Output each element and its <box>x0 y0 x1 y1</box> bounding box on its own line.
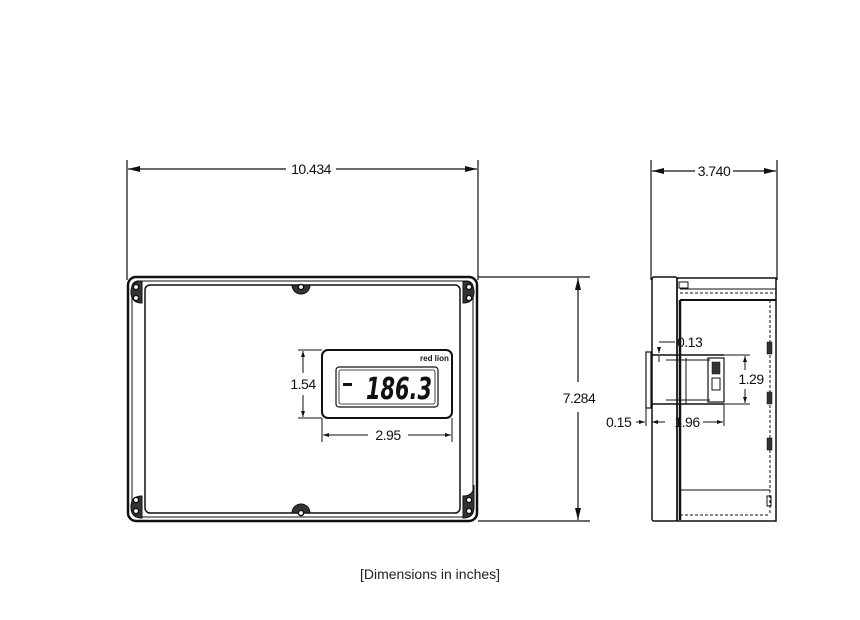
panel-meter: red lion 186.3 <box>321 349 453 419</box>
corner-screws <box>130 280 475 519</box>
screw-icon-top-right <box>462 280 475 304</box>
front-width-dimension <box>126 160 479 280</box>
screw-icon-bottom-center <box>291 503 311 517</box>
side-depth-dimension <box>650 160 778 280</box>
enclosure-side <box>651 276 777 522</box>
meter-height-dimension <box>298 349 322 419</box>
brand-logo: red lion <box>420 354 449 363</box>
units-caption: [Dimensions in inches] <box>359 566 501 582</box>
screw-icon-bottom-left <box>130 495 143 519</box>
panel-label: 0.15 <box>606 414 632 430</box>
meter-width-label: 2.95 <box>375 427 401 443</box>
bezel-dimension <box>657 341 675 362</box>
meter-height-label: 1.54 <box>290 376 316 392</box>
side-view: 3.740 <box>606 160 778 522</box>
body-height-dimension <box>724 354 750 405</box>
body-height-label: 1.29 <box>738 371 764 387</box>
bezel-label: 0.13 <box>677 334 703 350</box>
screw-icon-bottom-right <box>462 484 475 519</box>
panel-depth-dimension <box>636 404 725 426</box>
side-depth-label: 3.740 <box>698 163 731 179</box>
screw-icon-top-left <box>130 280 143 304</box>
meter-width-dimension <box>321 418 453 442</box>
body-depth-label: 1.96 <box>674 414 700 430</box>
front-height-label: 7.284 <box>563 390 596 406</box>
screw-icon-top-center <box>291 283 311 295</box>
lcd-reading: 186.3 <box>366 372 432 407</box>
minus-sign <box>343 383 352 386</box>
front-view: 10.434 <box>126 160 596 523</box>
front-height-dimension <box>478 276 590 522</box>
meter-side <box>645 351 725 409</box>
front-width-label: 10.434 <box>291 161 332 177</box>
